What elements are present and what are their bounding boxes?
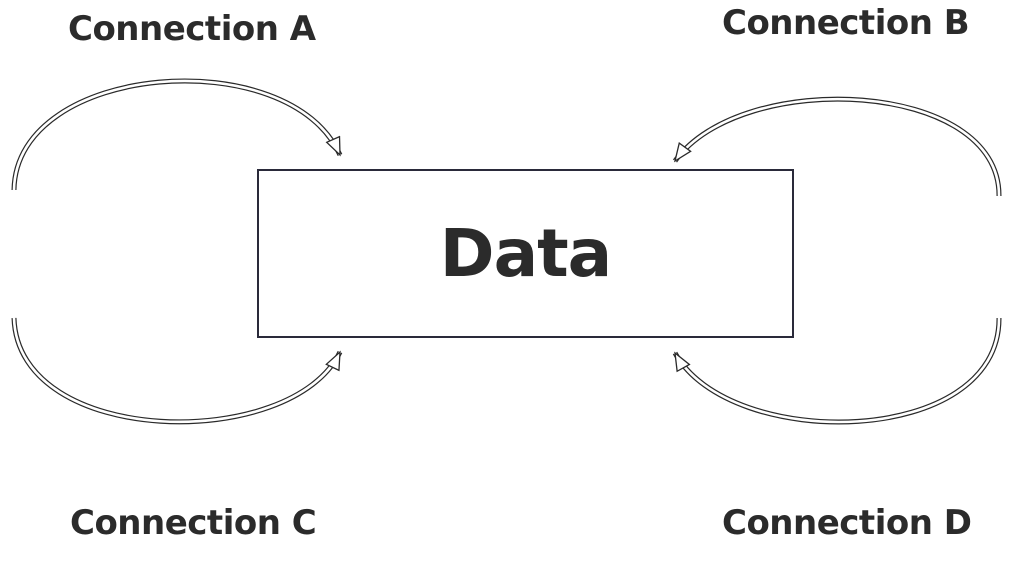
connection-d-arrow bbox=[672, 317, 1002, 425]
connection-a-arrow bbox=[11, 78, 343, 191]
connection-c-arrow bbox=[11, 317, 343, 425]
connection-b-label: Connection B bbox=[722, 3, 970, 43]
data-label: Data bbox=[439, 214, 612, 292]
connection-a-label: Connection A bbox=[68, 9, 316, 49]
connection-c-label: Connection C bbox=[70, 503, 317, 543]
connection-d-label: Connection D bbox=[722, 503, 972, 543]
connection-b-arrow bbox=[672, 96, 1002, 197]
data-box: Data bbox=[257, 169, 794, 338]
